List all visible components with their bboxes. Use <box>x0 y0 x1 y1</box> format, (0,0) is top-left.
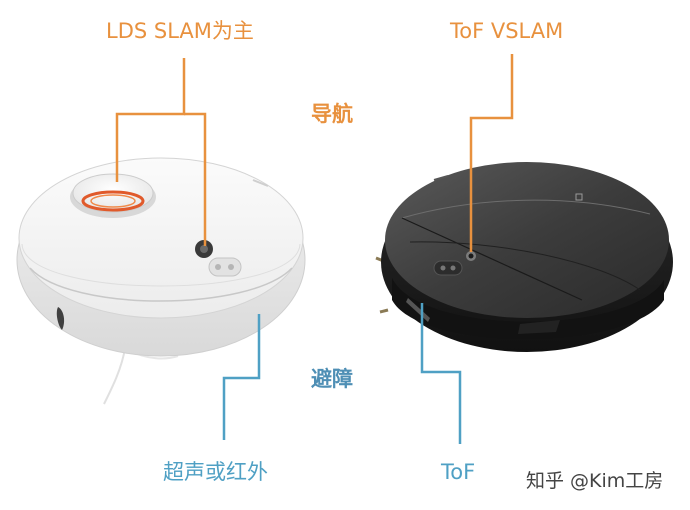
tof-label: ToF <box>441 460 476 484</box>
callout-lines <box>115 54 514 444</box>
ultrasonic-infrared-label: 超声或红外 <box>163 460 268 484</box>
avoidance-heading: 避障 <box>311 367 353 391</box>
lds-slam-label: LDS SLAM为主 <box>106 19 254 43</box>
black-robot-vacuum <box>375 162 673 352</box>
zhihu-watermark: 知乎 @Kim工房 <box>526 470 664 492</box>
navigation-heading: 导航 <box>311 102 353 126</box>
tof-vslam-label: ToF VSLAM <box>450 19 564 43</box>
white-robot-vacuum <box>16 157 306 405</box>
